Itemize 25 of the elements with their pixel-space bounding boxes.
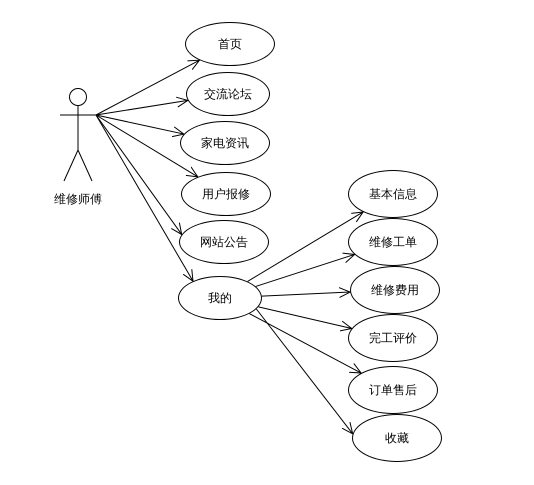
- use-case-ellipse: 订单售后: [348, 366, 438, 414]
- use-case-ellipse: 完工评价: [348, 314, 438, 362]
- arrow: [96, 114, 184, 138]
- use-case-ellipse: 首页: [185, 22, 275, 66]
- arrow: [255, 252, 356, 287]
- arrow: [248, 313, 362, 374]
- arrow: [96, 114, 182, 235]
- arrow: [96, 96, 188, 116]
- arrow: [96, 114, 194, 282]
- arrow: [261, 287, 351, 298]
- use-case-ellipse: 用户报修: [181, 172, 271, 216]
- use-case-ellipse: 网站公告: [179, 220, 269, 264]
- arrow: [96, 60, 200, 116]
- arrow: [256, 308, 354, 434]
- use-case-ellipse: 基本信息: [348, 170, 438, 218]
- use-case-ellipse: 我的: [178, 276, 262, 320]
- use-case-ellipse: 交流论坛: [186, 72, 270, 116]
- use-case-ellipse: 收藏: [352, 414, 442, 462]
- use-case-ellipse: 维修费用: [350, 266, 440, 314]
- use-case-ellipse: 维修工单: [348, 218, 438, 266]
- arrow: [258, 306, 352, 332]
- actor-label: 维修师傅: [54, 191, 102, 208]
- arrow: [247, 211, 364, 282]
- use-case-ellipse: 家电资讯: [180, 121, 270, 165]
- arrow: [96, 114, 198, 178]
